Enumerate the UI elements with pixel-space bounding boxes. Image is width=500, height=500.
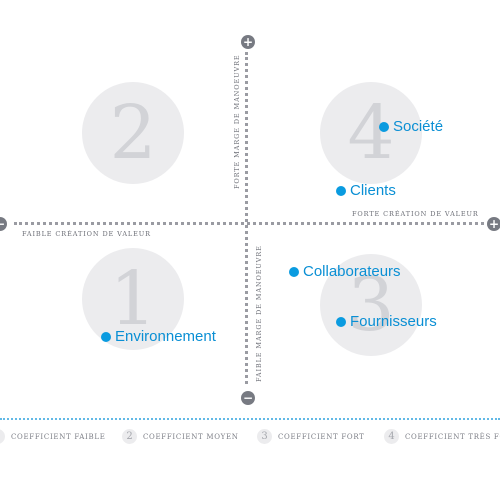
minus-icon: − [241, 391, 255, 405]
axis-label-right: FORTE CRÉATION DE VALEUR [352, 210, 479, 218]
minus-icon: − [0, 217, 7, 231]
legend-divider [0, 418, 500, 420]
axis-label-left: FAIBLE CRÉATION DE VALEUR [22, 230, 151, 238]
horizontal-axis [14, 222, 484, 225]
point-dot [336, 316, 346, 327]
legend-number: 1 [0, 429, 5, 444]
quadrant-4-circle: 4 [320, 82, 422, 184]
legend-label: COEFFICIENT TRÈS FORT [405, 432, 500, 441]
axis-label-bottom: FAIBLE MARGE DE MANOEUVRE [255, 245, 263, 382]
legend-label: COEFFICIENT MOYEN [143, 432, 239, 441]
quadrant-3-circle: 3 [320, 254, 422, 356]
point-collaborateurs: Collaborateurs [289, 263, 401, 280]
point-dot [379, 121, 389, 132]
legend-item-4: 4 COEFFICIENT TRÈS FORT [384, 429, 500, 444]
quadrant-2-number: 2 [109, 90, 157, 176]
plus-icon: + [487, 217, 500, 231]
legend-number: 3 [257, 429, 272, 444]
legend-number: 4 [384, 429, 399, 444]
legend-item-3: 3 COEFFICIENT FORT [257, 429, 365, 444]
point-label: Fournisseurs [350, 313, 437, 330]
legend-label: COEFFICIENT FAIBLE [11, 432, 106, 441]
point-dot [336, 185, 346, 196]
quadrant-2-circle: 2 [82, 82, 184, 184]
plus-icon: + [241, 35, 255, 49]
quadrant-1-number: 1 [109, 256, 157, 342]
axis-label-top: FORTE MARGE DE MANOEUVRE [233, 54, 241, 189]
point-dot [101, 331, 111, 342]
legend-number: 2 [122, 429, 137, 444]
point-fournisseurs: Fournisseurs [336, 313, 437, 330]
quadrant-4-number: 4 [347, 90, 395, 176]
point-label: Société [393, 118, 444, 135]
vertical-axis [245, 52, 248, 384]
point-label: Clients [350, 182, 396, 199]
point-societe: Société [379, 118, 443, 135]
point-label: Environnement [115, 328, 216, 345]
point-dot [289, 266, 299, 277]
point-clients: Clients [336, 182, 396, 199]
quadrant-1-circle: 1 [82, 248, 184, 350]
quadrant-3-number: 3 [347, 262, 395, 348]
point-environnement: Environnement [101, 328, 216, 345]
legend-item-1: 1 COEFFICIENT FAIBLE [0, 429, 106, 444]
legend-item-2: 2 COEFFICIENT MOYEN [122, 429, 239, 444]
legend-label: COEFFICIENT FORT [278, 432, 365, 441]
point-label: Collaborateurs [303, 263, 401, 280]
